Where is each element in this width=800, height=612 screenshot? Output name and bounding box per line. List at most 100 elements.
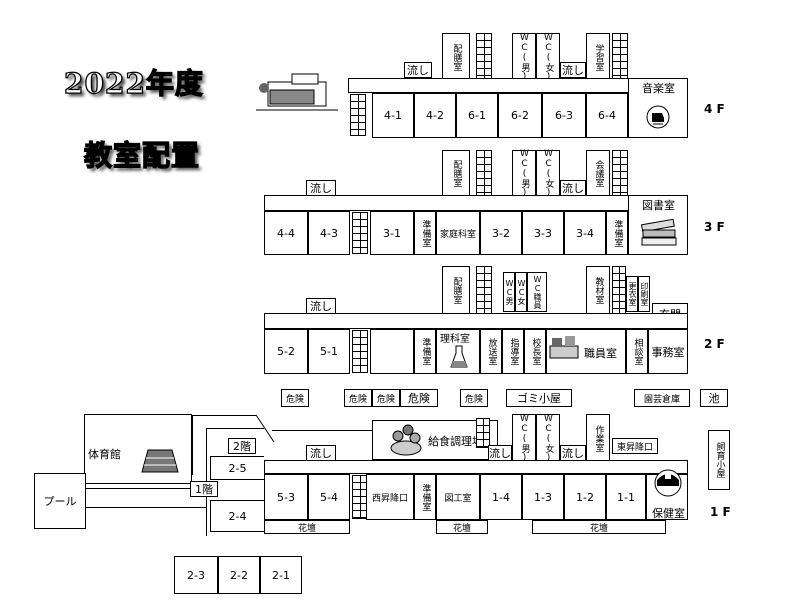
f4-sink-2: 流し <box>560 62 586 78</box>
f1-room-54: 5-4 <box>308 474 350 520</box>
f4-music-label: 音楽室 <box>642 82 675 95</box>
f1-room-25: 2-5 <box>210 456 264 480</box>
f2-wc-s: WC職員 <box>527 272 547 312</box>
f1-corridor <box>264 460 688 474</box>
f4-stairs-left <box>350 94 366 136</box>
f3-room-34: 3-4 <box>564 211 606 255</box>
f4-stairs-top2 <box>612 33 628 81</box>
f1-room-11: 1-1 <box>606 474 646 520</box>
pond: 池 <box>700 389 728 407</box>
flask-icon <box>450 345 468 368</box>
kadan-1: 花壇 <box>264 520 350 534</box>
f1-sink-1: 流し <box>306 445 336 461</box>
f4-wc-f: WC(女) <box>536 33 560 82</box>
gomi-goya: ゴミ小屋 <box>506 389 572 407</box>
gym-label: 体育館 <box>88 448 121 461</box>
f2-wc-m: WC男 <box>503 272 515 312</box>
f1-room-24: 2-4 <box>210 500 264 532</box>
f4-sink-1: 流し <box>404 62 432 78</box>
f2-hoso: 放送室 <box>480 329 502 374</box>
hazard-3: 危険 <box>372 389 400 407</box>
room-22: 2-2 <box>218 556 260 594</box>
f1-tosho: 東昇降口 <box>612 438 658 454</box>
shiiku-goya: 飼育小屋 <box>708 430 730 490</box>
kadan-2: 花壇 <box>436 520 488 534</box>
staffroom-icon <box>549 336 579 359</box>
label-1f: 1階 <box>190 481 218 497</box>
room-23: 2-3 <box>174 556 218 594</box>
f2-haizen: 配膳室 <box>442 266 470 314</box>
f1-wc-f: WC(女) <box>536 414 560 463</box>
f2-rika-label: 理科室 <box>440 334 470 345</box>
f2-empty <box>370 329 414 374</box>
pool: プール <box>34 473 86 529</box>
f3-sink-2: 流し <box>560 180 586 196</box>
f4-stairs-top <box>476 33 492 81</box>
f1-sink-2: 流し <box>488 445 512 461</box>
f3-stairs-top2 <box>612 150 628 196</box>
f4-room-42: 4-2 <box>414 93 456 138</box>
f3-stairs-left <box>352 212 368 254</box>
f1-seisho: 西昇降口 <box>366 474 414 520</box>
f2-room-52: 5-2 <box>264 329 308 374</box>
title-year: 2022年度 <box>63 66 204 100</box>
f2-shido: 指導室 <box>502 329 524 374</box>
f3-sink-1: 流し <box>306 180 336 196</box>
f4-wc-m: WC(男) <box>512 33 536 82</box>
f1-hoken-label: 保健室 <box>652 507 685 520</box>
hazard-2: 危険 <box>344 389 372 407</box>
hazard-1: 危険 <box>281 389 309 407</box>
f3-wc-f: WC(女) <box>536 149 560 198</box>
f3-junbi2: 準備室 <box>606 211 628 255</box>
f2-kouishitsu: 更衣室 <box>626 276 638 312</box>
title-layout: 教室配置 <box>83 138 201 172</box>
f3-room-31: 3-1 <box>370 211 414 255</box>
f2-junbi: 準備室 <box>414 329 436 374</box>
f2-sink: 流し <box>306 298 336 314</box>
f1-junbi: 準備室 <box>414 474 436 520</box>
f2-shokuin-label: 職員室 <box>584 347 617 360</box>
f3-junbi: 準備室 <box>414 211 436 255</box>
f4-room-62: 6-2 <box>498 93 542 138</box>
f4-room-41: 4-1 <box>372 93 414 138</box>
f3-room-43: 4-3 <box>308 211 350 255</box>
f2-corridor <box>264 313 688 329</box>
f1-wc-m: WC(男) <box>512 414 536 463</box>
f1-sagyo: 作業室 <box>586 414 610 462</box>
f2-stairs-top <box>476 266 492 314</box>
f1-stairs-top <box>476 418 490 448</box>
f4-haizen: 配膳室 <box>442 33 470 81</box>
room-21: 2-1 <box>260 556 302 594</box>
f4-room-63: 6-3 <box>542 93 586 138</box>
f2-wc-f: WC女 <box>515 272 527 312</box>
f4-gakushu: 学習室 <box>586 33 610 81</box>
f2-room-51: 5-1 <box>308 329 350 374</box>
gym-icon <box>141 449 179 473</box>
f2-insatsu: 印刷室 <box>638 276 650 312</box>
f3-corridor <box>264 195 688 211</box>
f4-room-64: 6-4 <box>586 93 628 138</box>
f3-room-44: 4-4 <box>264 211 308 255</box>
f3-stairs-top <box>476 150 492 196</box>
floor-3f: 3 F <box>704 220 725 234</box>
f3-room-32: 3-2 <box>480 211 522 255</box>
f3-haizen: 配膳室 <box>442 150 470 196</box>
f2-stairs-left <box>352 330 368 373</box>
f1-sink-3: 流し <box>560 445 586 461</box>
hazard-5: 危険 <box>460 389 488 407</box>
f2-office: 事務室 <box>648 329 688 374</box>
f2-sodan: 相談室 <box>626 329 648 374</box>
f1-room-12: 1-2 <box>564 474 606 520</box>
engei-souko: 園芸倉庫 <box>634 389 690 407</box>
floor-1f: 1 F <box>710 505 731 519</box>
f3-katei: 家庭科室 <box>436 211 480 255</box>
kyushoku-label: 給食調理場 <box>428 435 483 448</box>
f1-room-13: 1-3 <box>522 474 564 520</box>
f1-zuko: 図工室 <box>436 474 480 520</box>
kadan-3: 花壇 <box>532 520 666 534</box>
f2-kyozai: 教材室 <box>586 266 610 314</box>
hazard-4: 危険 <box>400 389 438 407</box>
school-building-icon <box>256 73 338 111</box>
f3-library-label: 図書室 <box>642 199 675 212</box>
kitchen-icon <box>390 424 422 456</box>
